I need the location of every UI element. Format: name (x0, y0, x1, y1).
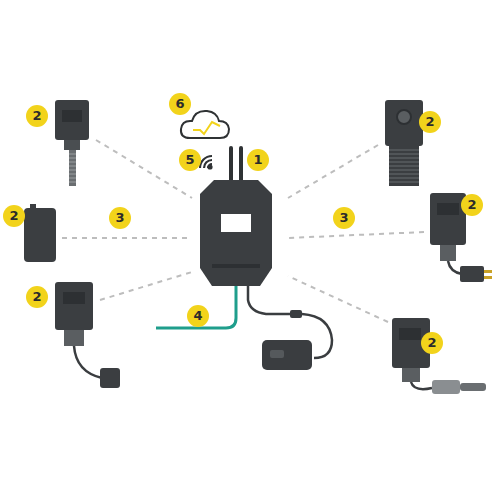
callout-number: 2 (421, 332, 443, 354)
battery-sensor (24, 204, 56, 262)
sensor-round (385, 100, 423, 186)
callout-number: 2 (26, 105, 48, 127)
wireless-links (62, 140, 424, 322)
network-cable (156, 280, 236, 328)
callout-number: 3 (333, 207, 355, 229)
callout-number: 2 (26, 286, 48, 308)
cable-plug (290, 310, 302, 318)
callout-number: 3 (109, 207, 131, 229)
gateway-device (200, 180, 272, 286)
cloud-icon (181, 111, 229, 138)
sensor-cable-probe (55, 282, 120, 388)
callout-number: 2 (461, 194, 483, 216)
sensor-probe (55, 100, 89, 186)
wifi-symbol (200, 156, 212, 169)
callout-number: 6 (169, 93, 191, 115)
power-adapter (262, 340, 312, 370)
callout-number: 2 (3, 205, 25, 227)
callout-number: 2 (419, 111, 441, 133)
antennas (229, 146, 243, 182)
callout-number: 1 (247, 149, 269, 171)
sensor-lambda (392, 318, 486, 394)
callout-number: 4 (187, 305, 209, 327)
sensor-connector (430, 193, 492, 282)
callout-number: 5 (179, 149, 201, 171)
